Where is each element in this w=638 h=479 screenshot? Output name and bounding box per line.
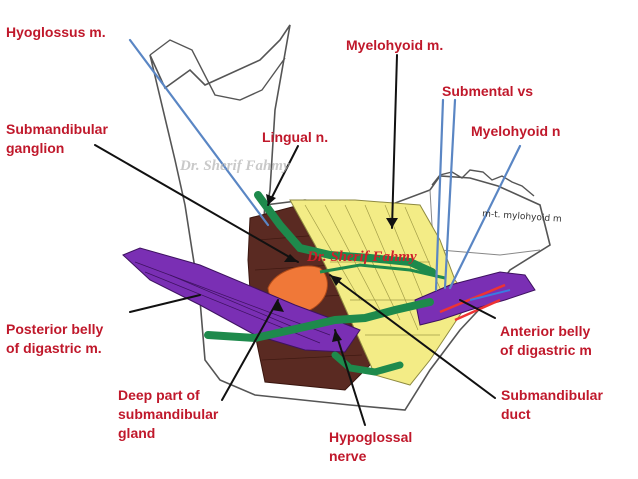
label-myelohyoid-muscle: Myelohyoid m. (346, 37, 444, 53)
teeth (431, 169, 535, 197)
label-posterior-belly-digastric: Posterior belly of digastric m. (6, 321, 104, 356)
label-hyoglossus: Hyoglossus m. (6, 24, 106, 40)
label-submandibular-ganglion: Submandibular ganglion (6, 121, 108, 156)
pointer-lines (94, 38, 522, 426)
label-myelohyoid-nerve: Myelohyoid n (471, 123, 561, 139)
mylohyoid-muscle (289, 199, 471, 386)
hypoglossal-nerve-lower (331, 351, 404, 376)
label-lingual-nerve: Lingual n. (262, 129, 329, 145)
coronoid-process (149, 39, 286, 101)
label-submandibular-duct: Submandibular duct (501, 387, 603, 422)
arrow-heads (266, 194, 398, 342)
submandibular-duct (319, 263, 446, 280)
label-anterior-belly-digastric: Anterior belly of digastric m (500, 323, 592, 358)
lingual-nerve (254, 191, 436, 276)
label-hypoglossal-nerve: Hypoglossal nerve (329, 429, 413, 464)
hypoglossal-nerve (204, 298, 434, 343)
label-deep-part-submandibular-gland: Deep part of submandibular gland (118, 387, 219, 441)
watermark-grey: Dr. Sherif Fahmy (180, 158, 290, 174)
watermark-red: Dr. Sherif Fahmy (307, 249, 417, 265)
label-submental-vessels: Submental vs (442, 83, 534, 99)
